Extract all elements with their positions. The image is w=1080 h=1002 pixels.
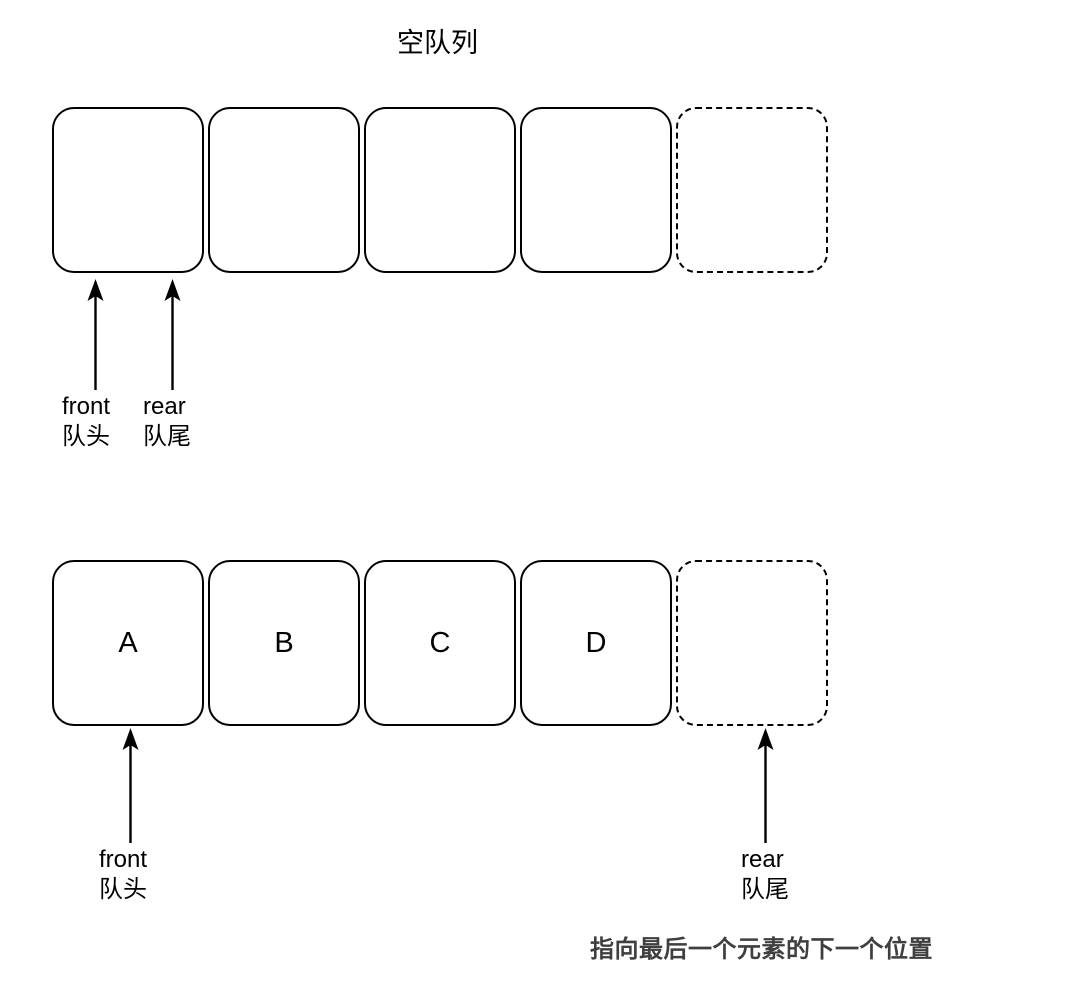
rear-pointer-label-zh: 队尾 xyxy=(143,423,191,450)
queue-cell-value: A xyxy=(118,626,138,659)
queue-cell-value: D xyxy=(585,626,607,659)
rear-pointer-arrow-row2 xyxy=(750,727,782,843)
rear-pointer-label-zh: 队尾 xyxy=(741,876,789,903)
rear-pointer-arrow-row1 xyxy=(157,278,189,390)
queue-cell-value: C xyxy=(429,626,451,659)
queue-cell: A xyxy=(52,560,204,726)
front-pointer-label-row1: front 队头 xyxy=(62,392,110,452)
empty-queue-row xyxy=(52,107,828,273)
queue-cell: B xyxy=(208,560,360,726)
front-pointer-label-en: front xyxy=(99,846,148,873)
queue-cell: C xyxy=(364,560,516,726)
front-pointer-label-zh: 队头 xyxy=(62,423,110,450)
rear-pointer-label-en: rear xyxy=(143,393,186,420)
page-title: 空队列 xyxy=(397,28,478,58)
queue-cell xyxy=(520,107,672,273)
front-pointer-label-row2: front 队头 xyxy=(99,845,147,905)
queue-cell xyxy=(208,107,360,273)
queue-cell xyxy=(364,107,516,273)
rear-pointer-label-row2: rear 队尾 xyxy=(741,845,789,905)
front-pointer-label-zh: 队头 xyxy=(99,876,147,903)
filled-queue-row: A B C D xyxy=(52,560,828,726)
rear-pointer-label-row1: rear 队尾 xyxy=(143,392,191,452)
front-pointer-arrow-row2 xyxy=(115,727,147,843)
queue-cell xyxy=(52,107,204,273)
queue-cell-placeholder xyxy=(676,560,828,726)
front-pointer-arrow-row1 xyxy=(80,278,112,390)
front-pointer-label-en: front xyxy=(62,393,111,420)
caption-note: 指向最后一个元素的下一个位置 xyxy=(590,936,933,963)
queue-cell: D xyxy=(520,560,672,726)
rear-pointer-label-en: rear xyxy=(741,846,784,873)
queue-cell-placeholder xyxy=(676,107,828,273)
queue-cell-value: B xyxy=(274,626,294,659)
